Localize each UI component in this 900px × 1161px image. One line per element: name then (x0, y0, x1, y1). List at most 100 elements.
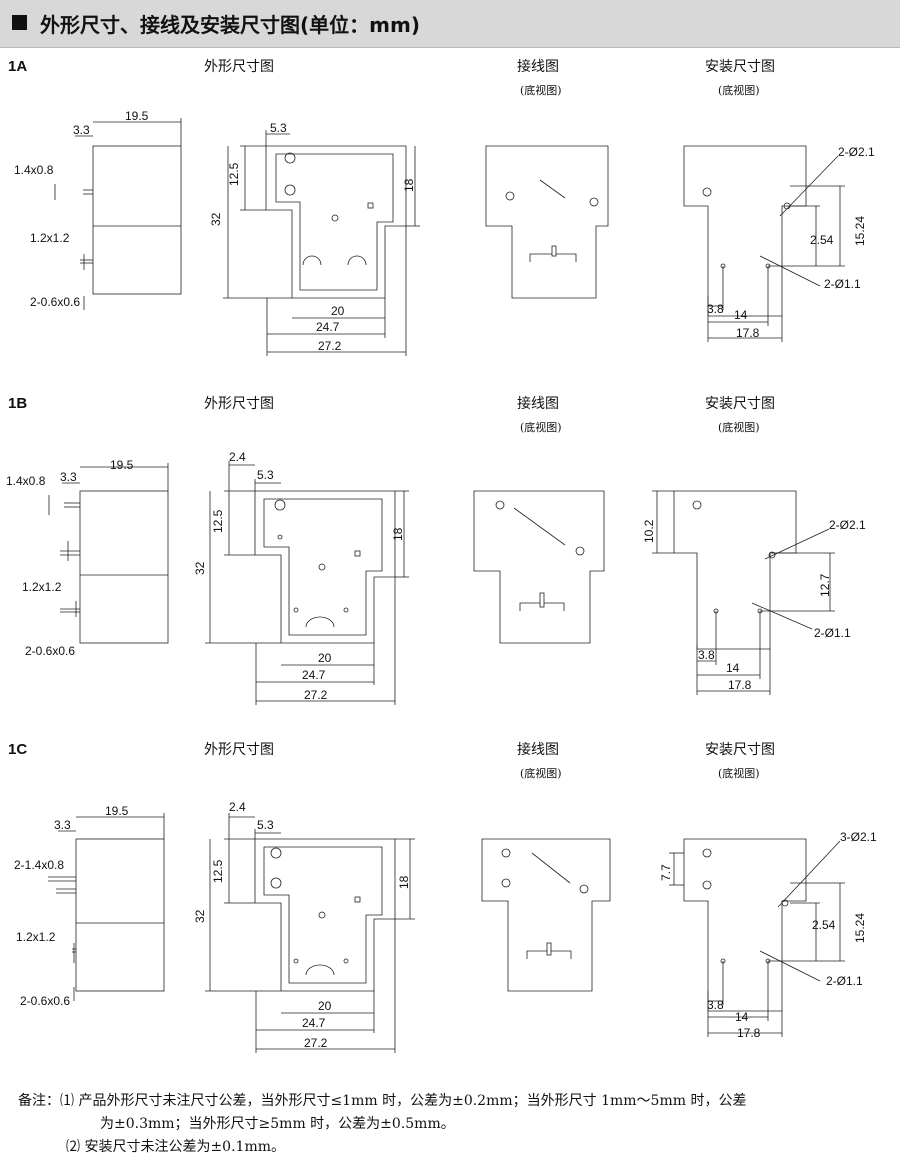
section-code: 1A (8, 58, 28, 75)
dim-label: 12.7 (818, 573, 832, 597)
note-1-cont: 为±0.3mm；当外形尺寸≥5mm 时，公差为±0.5mm。 (18, 1113, 893, 1136)
dim-label: 2.4 (229, 450, 246, 464)
dim-label: 2-Ø1.1 (826, 974, 863, 988)
dim-label: 20 (331, 304, 345, 318)
dim-label: 1.2x1.2 (16, 930, 56, 944)
dim-label: 17.8 (728, 678, 752, 692)
dim-label: 27.2 (318, 339, 342, 353)
dim-label: 32 (193, 909, 207, 923)
header-title: 外形尺寸、接线及安装尺寸图(单位：mm) (40, 13, 420, 37)
caption-bottom-view: (底视图) (718, 84, 760, 97)
side-view-body (92, 145, 182, 295)
caption-bottom-view: (底视图) (718, 767, 760, 780)
caption-wiring: 接线图 (517, 396, 559, 412)
square-bullet-icon (12, 15, 27, 30)
dim-label: 2-0.6x0.6 (25, 644, 75, 658)
drawing-1a: 19.5 3.3 1.4x0.8 1.2x1.2 2-0.6x0.6 5.3 1… (14, 109, 875, 356)
wiring-view-body (481, 838, 611, 992)
dim-label: 18 (402, 178, 416, 192)
dim-label: 12.5 (227, 162, 241, 186)
section-code: 1B (8, 395, 28, 412)
dim-label: 19.5 (110, 458, 134, 472)
caption-bottom-view: (底视图) (520, 84, 562, 97)
dim-label: 2-Ø1.1 (814, 626, 851, 640)
side-view-body (79, 490, 169, 644)
mounting-view-body (683, 145, 807, 317)
caption-mounting: 安装尺寸图 (705, 742, 775, 758)
dim-label: 20 (318, 651, 332, 665)
dim-label: 17.8 (737, 1026, 761, 1040)
notes-label: 备注： (18, 1093, 60, 1109)
section-1b: 1B 外形尺寸图 接线图 (底视图) 安装尺寸图 (底视图) (0, 345, 900, 705)
caption-bottom-view: (底视图) (718, 421, 760, 434)
section-code: 1C (8, 741, 28, 758)
dim-label: 5.3 (270, 121, 287, 135)
dim-label: 1.4x0.8 (6, 474, 46, 488)
dim-label: 2-Ø1.1 (824, 277, 861, 291)
caption-mounting: 安装尺寸图 (705, 396, 775, 412)
dim-label: 2-1.4x0.8 (14, 858, 64, 872)
dim-label: 2.54 (810, 233, 834, 247)
caption-bottom-view: (底视图) (520, 767, 562, 780)
dim-label: 12.5 (211, 859, 225, 883)
dim-label: 20 (318, 999, 332, 1013)
dim-label: 3.3 (54, 818, 71, 832)
caption-outline: 外形尺寸图 (204, 59, 274, 75)
dim-label: 1.2x1.2 (30, 231, 70, 245)
caption-mounting: 安装尺寸图 (705, 59, 775, 75)
dim-label: 7.7 (659, 864, 673, 881)
caption-bottom-view: (底视图) (520, 421, 562, 434)
dim-label: 24.7 (316, 320, 340, 334)
section-header: 外形尺寸、接线及安装尺寸图(单位：mm) (0, 0, 900, 48)
section-1a: 1A 外形尺寸图 接线图 (底视图) 安装尺寸图 (底视图) (0, 0, 900, 356)
dim-label: 2-Ø2.1 (838, 145, 875, 159)
dim-label: 27.2 (304, 688, 328, 702)
dim-label: 17.8 (736, 326, 760, 340)
dim-label: 3.8 (698, 648, 715, 662)
notes: 备注：⑴ 产品外形尺寸未注尺寸公差，当外形尺寸≤1mm 时，公差为±0.2mm；… (18, 1090, 893, 1159)
dim-label: 10.2 (642, 519, 656, 543)
section-1c: 1C 外形尺寸图 接线图 (底视图) 安装尺寸图 (底视图) (0, 693, 900, 1053)
dim-label: 2.54 (812, 918, 836, 932)
dim-label: 1.4x0.8 (14, 163, 54, 177)
dim-label: 24.7 (302, 668, 326, 682)
dim-label: 32 (209, 212, 223, 226)
dim-label: 18 (397, 875, 411, 889)
side-view-body (75, 838, 165, 992)
dim-label: 14 (734, 308, 748, 322)
drawing-1b: 19.5 3.3 1.4x0.8 1.2x1.2 2-0.6x0.6 2.4 5… (6, 450, 866, 705)
dim-label: 3-Ø2.1 (840, 830, 877, 844)
caption-outline: 外形尺寸图 (204, 396, 274, 412)
dim-label: 3.3 (60, 470, 77, 484)
dim-label: 3.8 (707, 302, 724, 316)
dim-label: 18 (391, 527, 405, 541)
dim-label: 14 (735, 1010, 749, 1024)
note-text: 产品外形尺寸未注尺寸公差，当外形尺寸≤1mm 时，公差为±0.2mm；当外形尺寸… (78, 1093, 747, 1109)
dim-label: 14 (726, 661, 740, 675)
dim-label: 24.7 (302, 1016, 326, 1030)
drawing-1c: 19.5 3.3 2-1.4x0.8 1.2x1.2 2-0.6x0.6 2.4… (14, 800, 877, 1053)
mounting-view-body (683, 838, 807, 1012)
dim-label: 2-0.6x0.6 (30, 295, 80, 309)
dim-label: 12.5 (211, 509, 225, 533)
note-text: 为±0.3mm；当外形尺寸≥5mm 时，公差为±0.5mm。 (100, 1116, 455, 1132)
note-number: ⑵ (66, 1139, 80, 1155)
dim-label: 3.8 (707, 998, 724, 1012)
dim-label: 5.3 (257, 468, 274, 482)
caption-wiring: 接线图 (517, 59, 559, 75)
dim-label: 3.3 (73, 123, 90, 137)
note-text: 安装尺寸未注公差为±0.1mm。 (84, 1139, 285, 1155)
dim-label: 2.4 (229, 800, 246, 814)
note-1: 备注：⑴ 产品外形尺寸未注尺寸公差，当外形尺寸≤1mm 时，公差为±0.2mm；… (18, 1090, 893, 1113)
mounting-view-body (673, 490, 797, 650)
dim-label: 32 (193, 561, 207, 575)
note-2: ⑵ 安装尺寸未注公差为±0.1mm。 (18, 1136, 893, 1159)
dim-label: 2-Ø2.1 (829, 518, 866, 532)
wiring-view-body (485, 145, 609, 299)
dim-label: 5.3 (257, 818, 274, 832)
dim-label: 19.5 (105, 804, 129, 818)
dim-label: 1.2x1.2 (22, 580, 62, 594)
wiring-view-body (473, 490, 605, 644)
dim-label: 15.24 (853, 216, 867, 246)
caption-wiring: 接线图 (517, 742, 559, 758)
